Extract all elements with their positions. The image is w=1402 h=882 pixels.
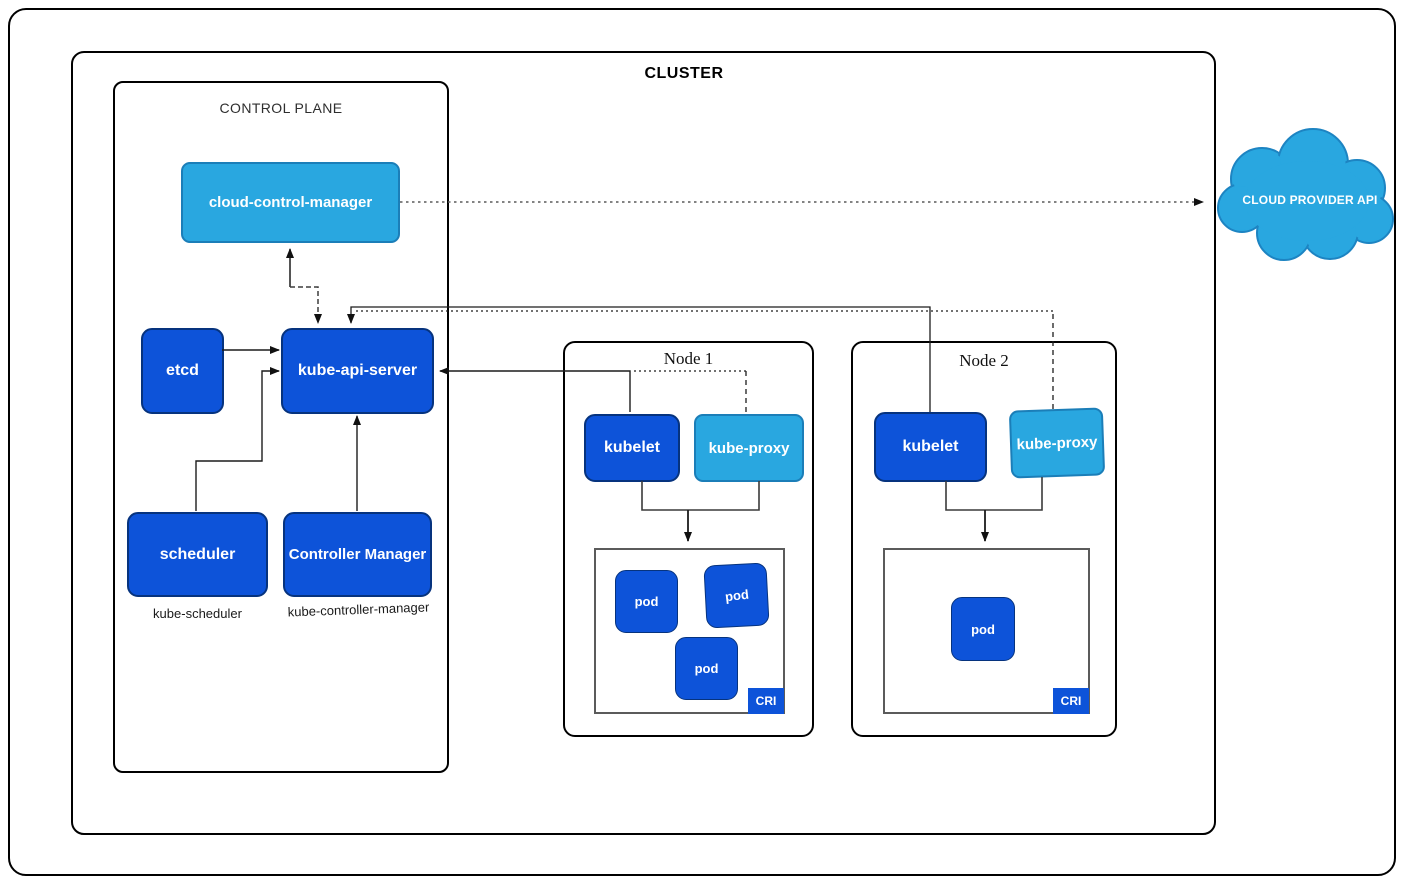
etcd-label: etcd bbox=[166, 362, 199, 379]
cri-label: CRI bbox=[755, 694, 777, 708]
node1-kubelet-box: kubelet bbox=[584, 414, 680, 482]
control-plane-label: CONTROL PLANE bbox=[219, 100, 343, 116]
cri-badge: CRI bbox=[748, 688, 784, 714]
node1-kubelet-label: kubelet bbox=[603, 439, 660, 456]
pod-label: pod bbox=[694, 661, 719, 676]
pod-label: pod bbox=[971, 621, 995, 637]
cri-label: CRI bbox=[1060, 694, 1082, 708]
pod-box: pod bbox=[615, 570, 678, 633]
pod-label: pod bbox=[723, 586, 750, 605]
node1-label: Node 1 bbox=[663, 349, 714, 368]
cloud-control-manager-box: cloud-control-manager bbox=[181, 162, 400, 243]
node2-kubelet-label: kubelet bbox=[902, 438, 959, 455]
node2-box: Node 2 kubelet kube-proxy pod CRI bbox=[851, 341, 1117, 737]
controller-manager-label: Controller Manager bbox=[288, 546, 427, 563]
cluster-box bbox=[71, 51, 1216, 835]
cloud-control-manager-label: cloud-control-manager bbox=[208, 194, 373, 211]
node1-box: Node 1 kubelet kube-proxy pod pod pod CR… bbox=[563, 341, 814, 737]
pod-label: pod bbox=[634, 594, 659, 609]
kube-api-server-label: kube-api-server bbox=[297, 362, 418, 379]
node2-kubelet-box: kubelet bbox=[874, 412, 987, 482]
node2-kube-proxy-box: kube-proxy bbox=[1008, 407, 1106, 479]
kube-scheduler-caption: kube-scheduler bbox=[153, 606, 242, 621]
scheduler-box: scheduler bbox=[127, 512, 268, 597]
node1-pods-container: pod pod pod CRI bbox=[594, 548, 785, 714]
etcd-box: etcd bbox=[141, 328, 224, 414]
cluster-label: CLUSTER bbox=[644, 65, 724, 82]
kube-controller-manager-caption: kube-controller-manager bbox=[287, 599, 430, 620]
node1-kube-proxy-label: kube-proxy bbox=[708, 439, 790, 457]
cloud-provider-api-label: CLOUD PROVIDER API bbox=[1242, 193, 1378, 207]
outer-frame bbox=[8, 8, 1396, 876]
kube-api-server-box: kube-api-server bbox=[281, 328, 434, 414]
node1-kube-proxy-box: kube-proxy bbox=[694, 414, 804, 482]
pod-box: pod bbox=[951, 597, 1015, 661]
control-plane-box: CONTROL PLANE cloud-control-manager etcd… bbox=[113, 81, 449, 773]
scheduler-label: scheduler bbox=[159, 545, 236, 563]
node2-kube-proxy-label: kube-proxy bbox=[1016, 433, 1098, 453]
pod-box: pod bbox=[675, 637, 738, 700]
cri-badge: CRI bbox=[1053, 688, 1089, 714]
pod-box: pod bbox=[703, 562, 770, 629]
controller-manager-box: Controller Manager bbox=[283, 512, 432, 597]
node2-pods-container: pod CRI bbox=[883, 548, 1090, 714]
node2-label: Node 2 bbox=[959, 351, 1009, 370]
